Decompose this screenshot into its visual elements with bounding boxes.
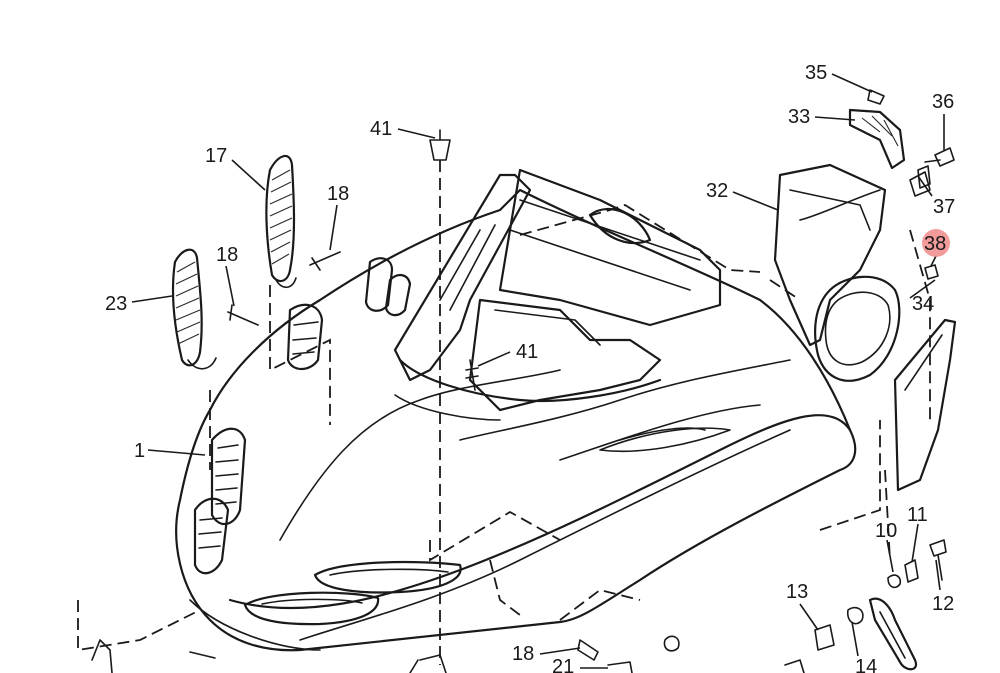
callout-35[interactable]: 35 [805,62,827,84]
callout-18-upper[interactable]: 18 [327,183,349,205]
highlight-marker [922,229,950,257]
callout-36[interactable]: 36 [932,91,954,113]
front-vents [193,257,412,575]
hood-body [175,188,857,652]
callout-10[interactable]: 10 [875,520,897,542]
callout-17[interactable]: 17 [205,145,227,167]
callout-14[interactable]: 14 [855,656,877,673]
lower-intakes [243,560,462,626]
callout-21[interactable]: 21 [552,656,574,673]
callout-18-left[interactable]: 18 [216,244,238,266]
callout-38[interactable]: 38 [924,233,946,255]
callout-18-bottom[interactable]: 18 [512,643,534,665]
callout-41-top[interactable]: 41 [370,118,392,140]
callout-41-center[interactable]: 41 [516,341,538,363]
callout-13[interactable]: 13 [786,581,808,603]
callout-23[interactable]: 23 [105,293,127,315]
headlight-assembly [773,108,957,492]
callout-32[interactable]: 32 [706,180,728,202]
leader-lines [131,73,945,669]
callout-33[interactable]: 33 [788,106,810,128]
side-grille-17 [265,154,297,289]
callout-labels: 35 36 33 37 32 38 34 41 17 18 18 23 41 1… [105,62,955,673]
callout-34[interactable]: 34 [912,293,934,315]
dash-frame [393,168,722,421]
fasteners [91,89,955,673]
callout-11[interactable]: 11 [907,504,928,526]
callout-1[interactable]: 1 [134,440,145,462]
callout-37[interactable]: 37 [933,196,955,218]
callout-12[interactable]: 12 [932,593,954,615]
side-grille-23 [171,248,217,370]
